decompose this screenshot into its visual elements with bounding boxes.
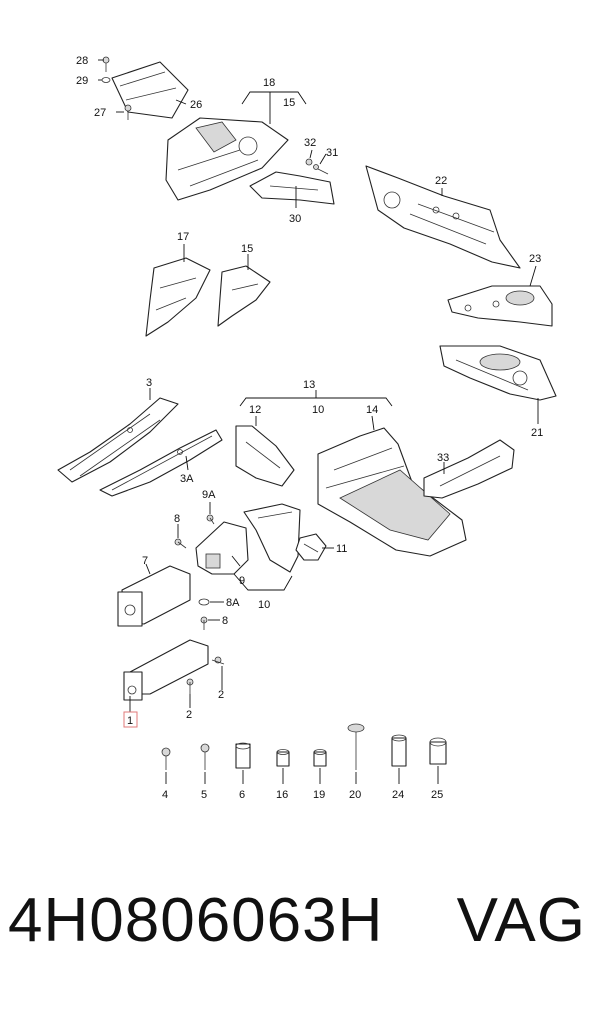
callout-33: 33: [437, 452, 449, 464]
part-10-bracket: [243, 503, 301, 573]
part-11-clip: [295, 533, 327, 561]
fastener-31: [313, 164, 329, 175]
callout-4: 4: [162, 789, 168, 801]
fastener-5: [200, 743, 210, 770]
callout-3: 3: [146, 377, 152, 389]
nut-32: [305, 158, 313, 166]
callout-21: 21: [531, 427, 543, 439]
part-3-rail: [57, 397, 179, 483]
callout-17: 17: [177, 231, 189, 243]
callout-1: 1: [127, 715, 133, 727]
fastener-28: [102, 56, 110, 72]
washer-8a: [198, 598, 210, 606]
part-12-panel: [235, 425, 295, 487]
part-1-member: [123, 639, 209, 701]
callout-9a: 9A: [202, 489, 216, 501]
fastener-8-upper: [174, 538, 187, 549]
nut-25: [429, 737, 447, 765]
callout-8-upper: 8: [174, 513, 180, 525]
part-23-panel: [447, 285, 553, 327]
callout-15-top: 15: [283, 97, 295, 109]
callout-2-right: 2: [218, 689, 224, 701]
part-15-bracket: [217, 265, 271, 327]
fastener-27: [124, 104, 132, 120]
part-7-crash-box: [117, 565, 191, 627]
callout-16: 16: [276, 789, 288, 801]
callout-9: 9: [239, 575, 245, 587]
bolt-20: [347, 723, 365, 770]
nut-24: [391, 734, 407, 767]
callout-30: 30: [289, 213, 301, 225]
callout-6: 6: [239, 789, 245, 801]
part-26-bracket: [111, 61, 189, 119]
part-33-panel: [423, 439, 515, 499]
nut-6: [235, 742, 251, 769]
fastener-2-a: [211, 656, 225, 665]
nut-16: [276, 749, 290, 767]
callout-10-top: 10: [312, 404, 324, 416]
callout-8a: 8A: [226, 597, 240, 609]
part-30-bracket: [249, 171, 335, 205]
callout-26: 26: [190, 99, 202, 111]
callout-27: 27: [94, 107, 106, 119]
callout-7: 7: [142, 555, 148, 567]
callout-20: 20: [349, 789, 361, 801]
part-number: 4H0806063H: [8, 886, 384, 955]
part-3a-rail: [99, 429, 223, 497]
fastener-9a: [206, 514, 215, 525]
part-18-panel: [165, 117, 289, 201]
caption-bar: 4H0806063H VAG: [0, 885, 600, 985]
part-21-panel: [439, 345, 557, 401]
exploded-parts-diagram: 28 29 27 26 18 15 32 31 30 22 17 15 23 2…: [57, 55, 557, 801]
callout-14: 14: [366, 404, 378, 416]
callout-5: 5: [201, 789, 207, 801]
callout-22: 22: [435, 175, 447, 187]
part-22-panel: [365, 165, 521, 269]
part-14-floor: [317, 427, 467, 557]
washer-29: [101, 77, 111, 83]
part-9-bracket: [195, 521, 249, 575]
callout-19: 19: [313, 789, 325, 801]
callout-8-lower: 8: [222, 615, 228, 627]
callout-24: 24: [392, 789, 404, 801]
callout-32: 32: [304, 137, 316, 149]
callout-29: 29: [76, 75, 88, 87]
callout-18: 18: [263, 77, 275, 89]
callout-2-mid: 2: [186, 709, 192, 721]
callout-12: 12: [249, 404, 261, 416]
callout-10-mid: 10: [258, 599, 270, 611]
nut-19: [313, 749, 327, 767]
fastener-2-b: [186, 678, 194, 694]
callout-23: 23: [529, 253, 541, 265]
callout-28: 28: [76, 55, 88, 67]
callout-11: 11: [336, 543, 347, 555]
callout-31: 31: [326, 147, 338, 159]
callout-25: 25: [431, 789, 443, 801]
callout-15-mid: 15: [241, 243, 253, 255]
part-17-panel: [145, 257, 211, 337]
callout-13: 13: [303, 379, 315, 391]
highlight-box-part-1: [123, 711, 138, 728]
callout-3a: 3A: [180, 473, 194, 485]
fastener-4: [161, 747, 171, 770]
fastener-8-lower: [200, 616, 208, 630]
brand-name: VAG: [456, 886, 586, 955]
